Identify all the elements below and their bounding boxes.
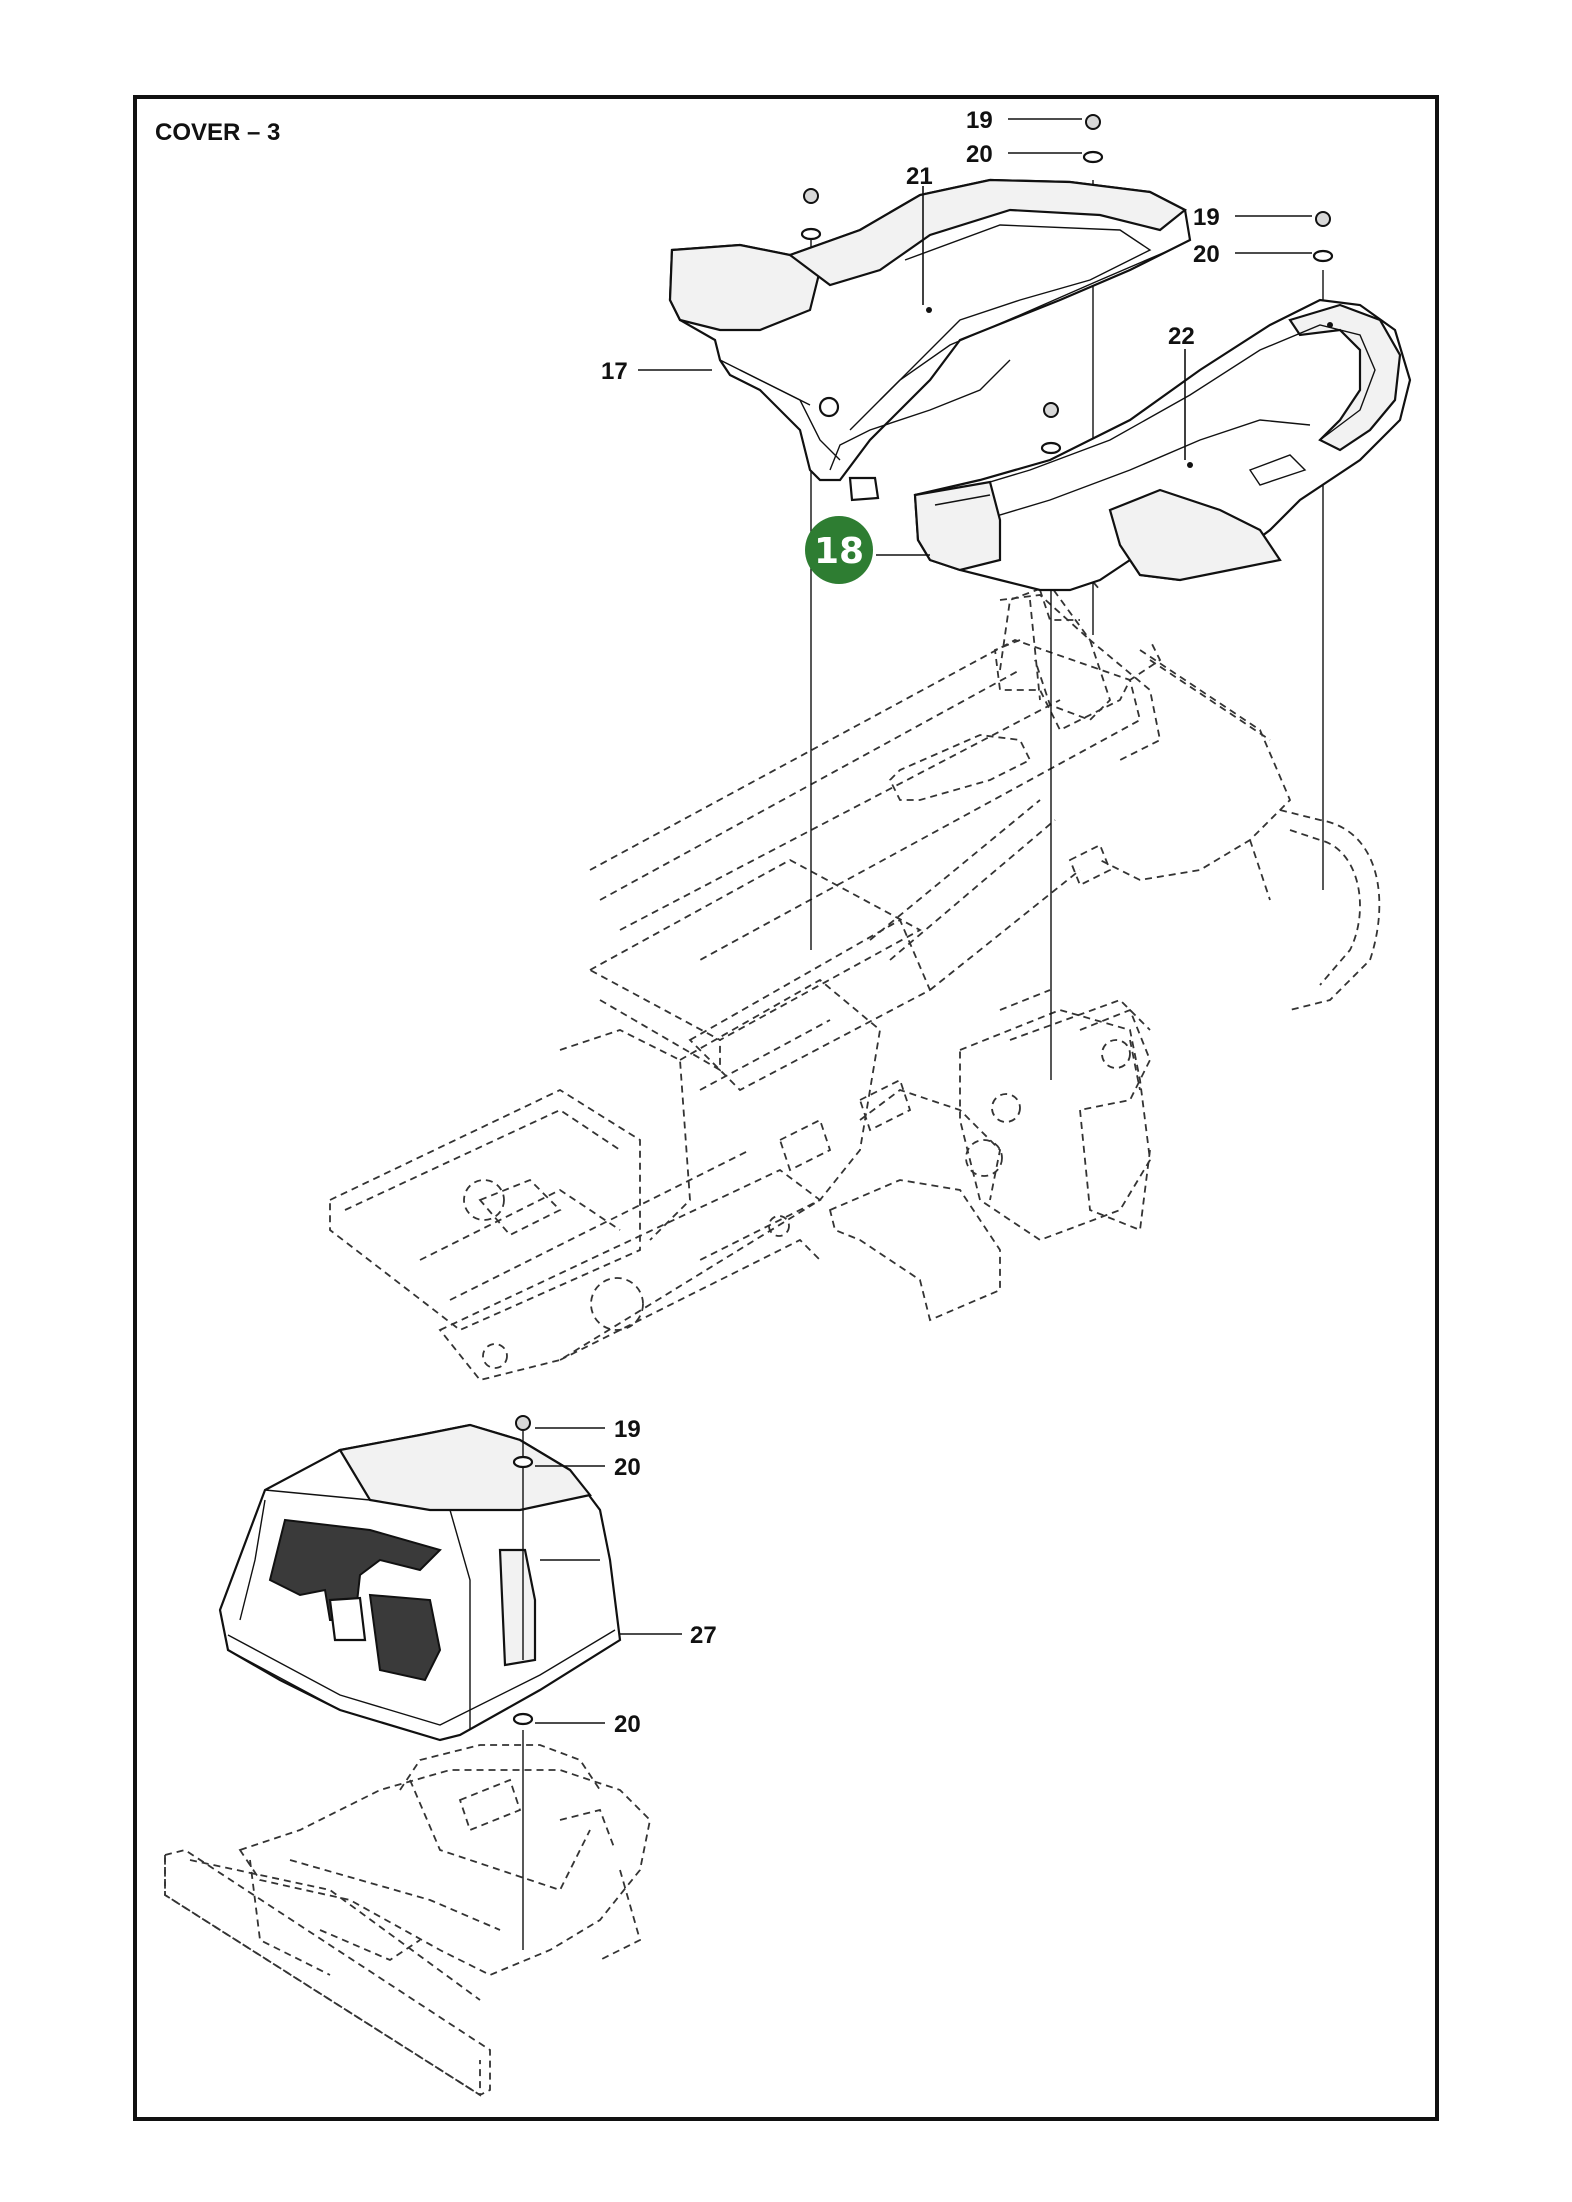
washer-icon: [1040, 441, 1062, 455]
callout-20: 20: [614, 1454, 641, 1481]
callout-19: 19: [1193, 204, 1220, 231]
highlight-badge-number: 18: [814, 531, 864, 572]
washer-icon: [1312, 249, 1334, 263]
right-fender-part-22: [913, 298, 1412, 592]
callout-21: 21: [906, 163, 933, 190]
screw-icon: [1085, 114, 1101, 130]
left-fender-part-21: [668, 178, 1192, 502]
screw-icon: [1315, 211, 1331, 227]
callout-19: 19: [614, 1416, 641, 1443]
screw-icon: [803, 188, 819, 204]
highlight-badge: [805, 516, 873, 584]
diagram-frame: [133, 95, 1439, 2121]
callout-20: 20: [1193, 241, 1220, 268]
washer-icon: [800, 227, 822, 241]
engine-cover-part-27: [218, 1423, 622, 1742]
callout-19: 19: [966, 107, 993, 134]
chassis-frame: [329, 554, 1381, 1382]
screw-icon: [515, 1415, 531, 1431]
callout-labels: 19 20 21 19 20 22 17 18 19 20 27 20: [535, 107, 1312, 1738]
callout-20: 20: [966, 141, 993, 168]
front-bumper-frame: [164, 1744, 651, 2097]
callout-20: 20: [614, 1711, 641, 1738]
fastener-screws-upper: [800, 114, 1334, 455]
washer-icon: [1082, 150, 1104, 164]
callout-22: 22: [1168, 323, 1195, 350]
washer-icon: [512, 1712, 534, 1726]
washer-icon: [512, 1455, 534, 1469]
diagram-title: COVER – 3: [155, 119, 280, 146]
screw-icon: [1043, 402, 1059, 418]
callout-27: 27: [690, 1622, 717, 1649]
fastener-screws-lower: [512, 1415, 534, 1950]
callout-17: 17: [601, 358, 628, 385]
